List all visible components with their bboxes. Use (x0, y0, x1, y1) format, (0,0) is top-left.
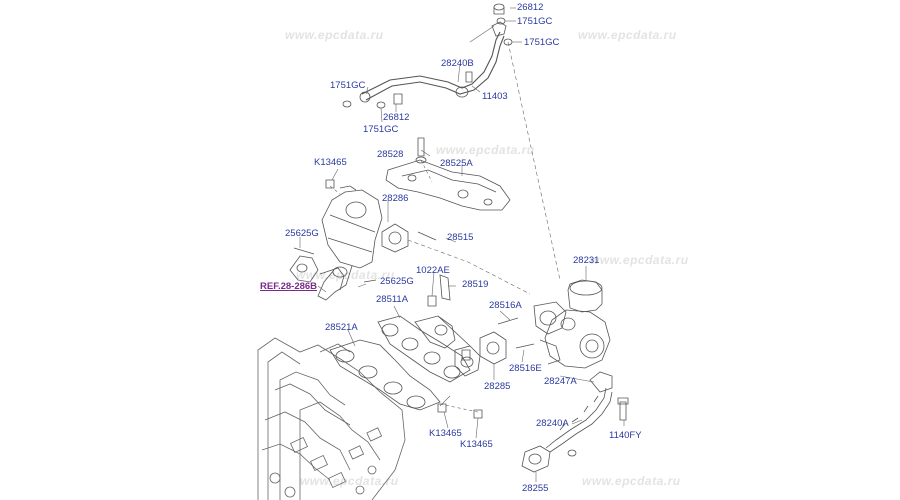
part-label-k13465[interactable]: K13465 (314, 157, 347, 168)
part-label-25625g[interactable]: 25625G (380, 276, 414, 287)
part-label-1751gc[interactable]: 1751GC (363, 124, 399, 135)
watermark: www.epcdata.ru (285, 28, 384, 42)
part-label-28231[interactable]: 28231 (573, 255, 600, 266)
part-label-28516a[interactable]: 28516A (489, 300, 522, 311)
part-label-28516e[interactable]: 28516E (509, 363, 542, 374)
part-label-28285[interactable]: 28285 (484, 381, 511, 392)
part-label-1140fy[interactable]: 1140FY (609, 430, 642, 441)
part-label-26812[interactable]: 26812 (517, 2, 544, 13)
watermark: www.epcdata.ru (590, 253, 689, 267)
part-label-k13465[interactable]: K13465 (429, 428, 462, 439)
catalytic-converter (289, 185, 383, 301)
part-label-1751gc[interactable]: 1751GC (517, 16, 553, 27)
part-label-28515[interactable]: 28515 (447, 232, 474, 243)
part-label-25625g[interactable]: 25625G (285, 228, 319, 239)
oil-return-pipe (521, 371, 613, 473)
heat-shield (385, 159, 511, 211)
part-label-1751gc[interactable]: 1751GC (330, 80, 366, 91)
part-label-28240a[interactable]: 28240A (536, 418, 569, 429)
part-label-26812[interactable]: 26812 (383, 112, 410, 123)
manifold-gaskets (329, 315, 471, 411)
watermark: www.epcdata.ru (300, 474, 399, 488)
part-label-28255[interactable]: 28255 (522, 483, 549, 494)
part-label-1751gc[interactable]: 1751GC (524, 37, 560, 48)
leader-lines (299, 7, 625, 482)
turbocharger (533, 279, 611, 369)
engine-block (257, 337, 406, 500)
part-label-28521a[interactable]: 28521A (325, 322, 358, 333)
reference-link[interactable]: REF.28-286B (260, 281, 318, 292)
part-label-28247a[interactable]: 28247A (544, 376, 577, 387)
oil-feed-pipe (359, 21, 507, 103)
part-label-28525a[interactable]: 28525A (440, 158, 473, 169)
gasket-28286 (381, 223, 409, 253)
part-label-28528[interactable]: 28528 (377, 149, 404, 160)
watermark: www.epcdata.ru (582, 474, 681, 488)
exhaust-manifold (414, 315, 481, 377)
watermark: www.epcdata.ru (578, 28, 677, 42)
part-label-28511a[interactable]: 28511A (376, 294, 409, 305)
fasteners (293, 3, 535, 419)
watermark: www.epcdata.ru (436, 143, 535, 157)
gasket-28285 (479, 331, 507, 365)
part-label-k13465[interactable]: K13465 (460, 439, 493, 450)
part-label-11403[interactable]: 11403 (482, 91, 508, 102)
part-label-1022ae[interactable]: 1022AE (416, 265, 450, 276)
bolt-1140fy (617, 397, 629, 421)
part-label-28519[interactable]: 28519 (462, 279, 489, 290)
part-label-28286[interactable]: 28286 (382, 193, 409, 204)
part-label-28240b[interactable]: 28240B (441, 58, 474, 69)
